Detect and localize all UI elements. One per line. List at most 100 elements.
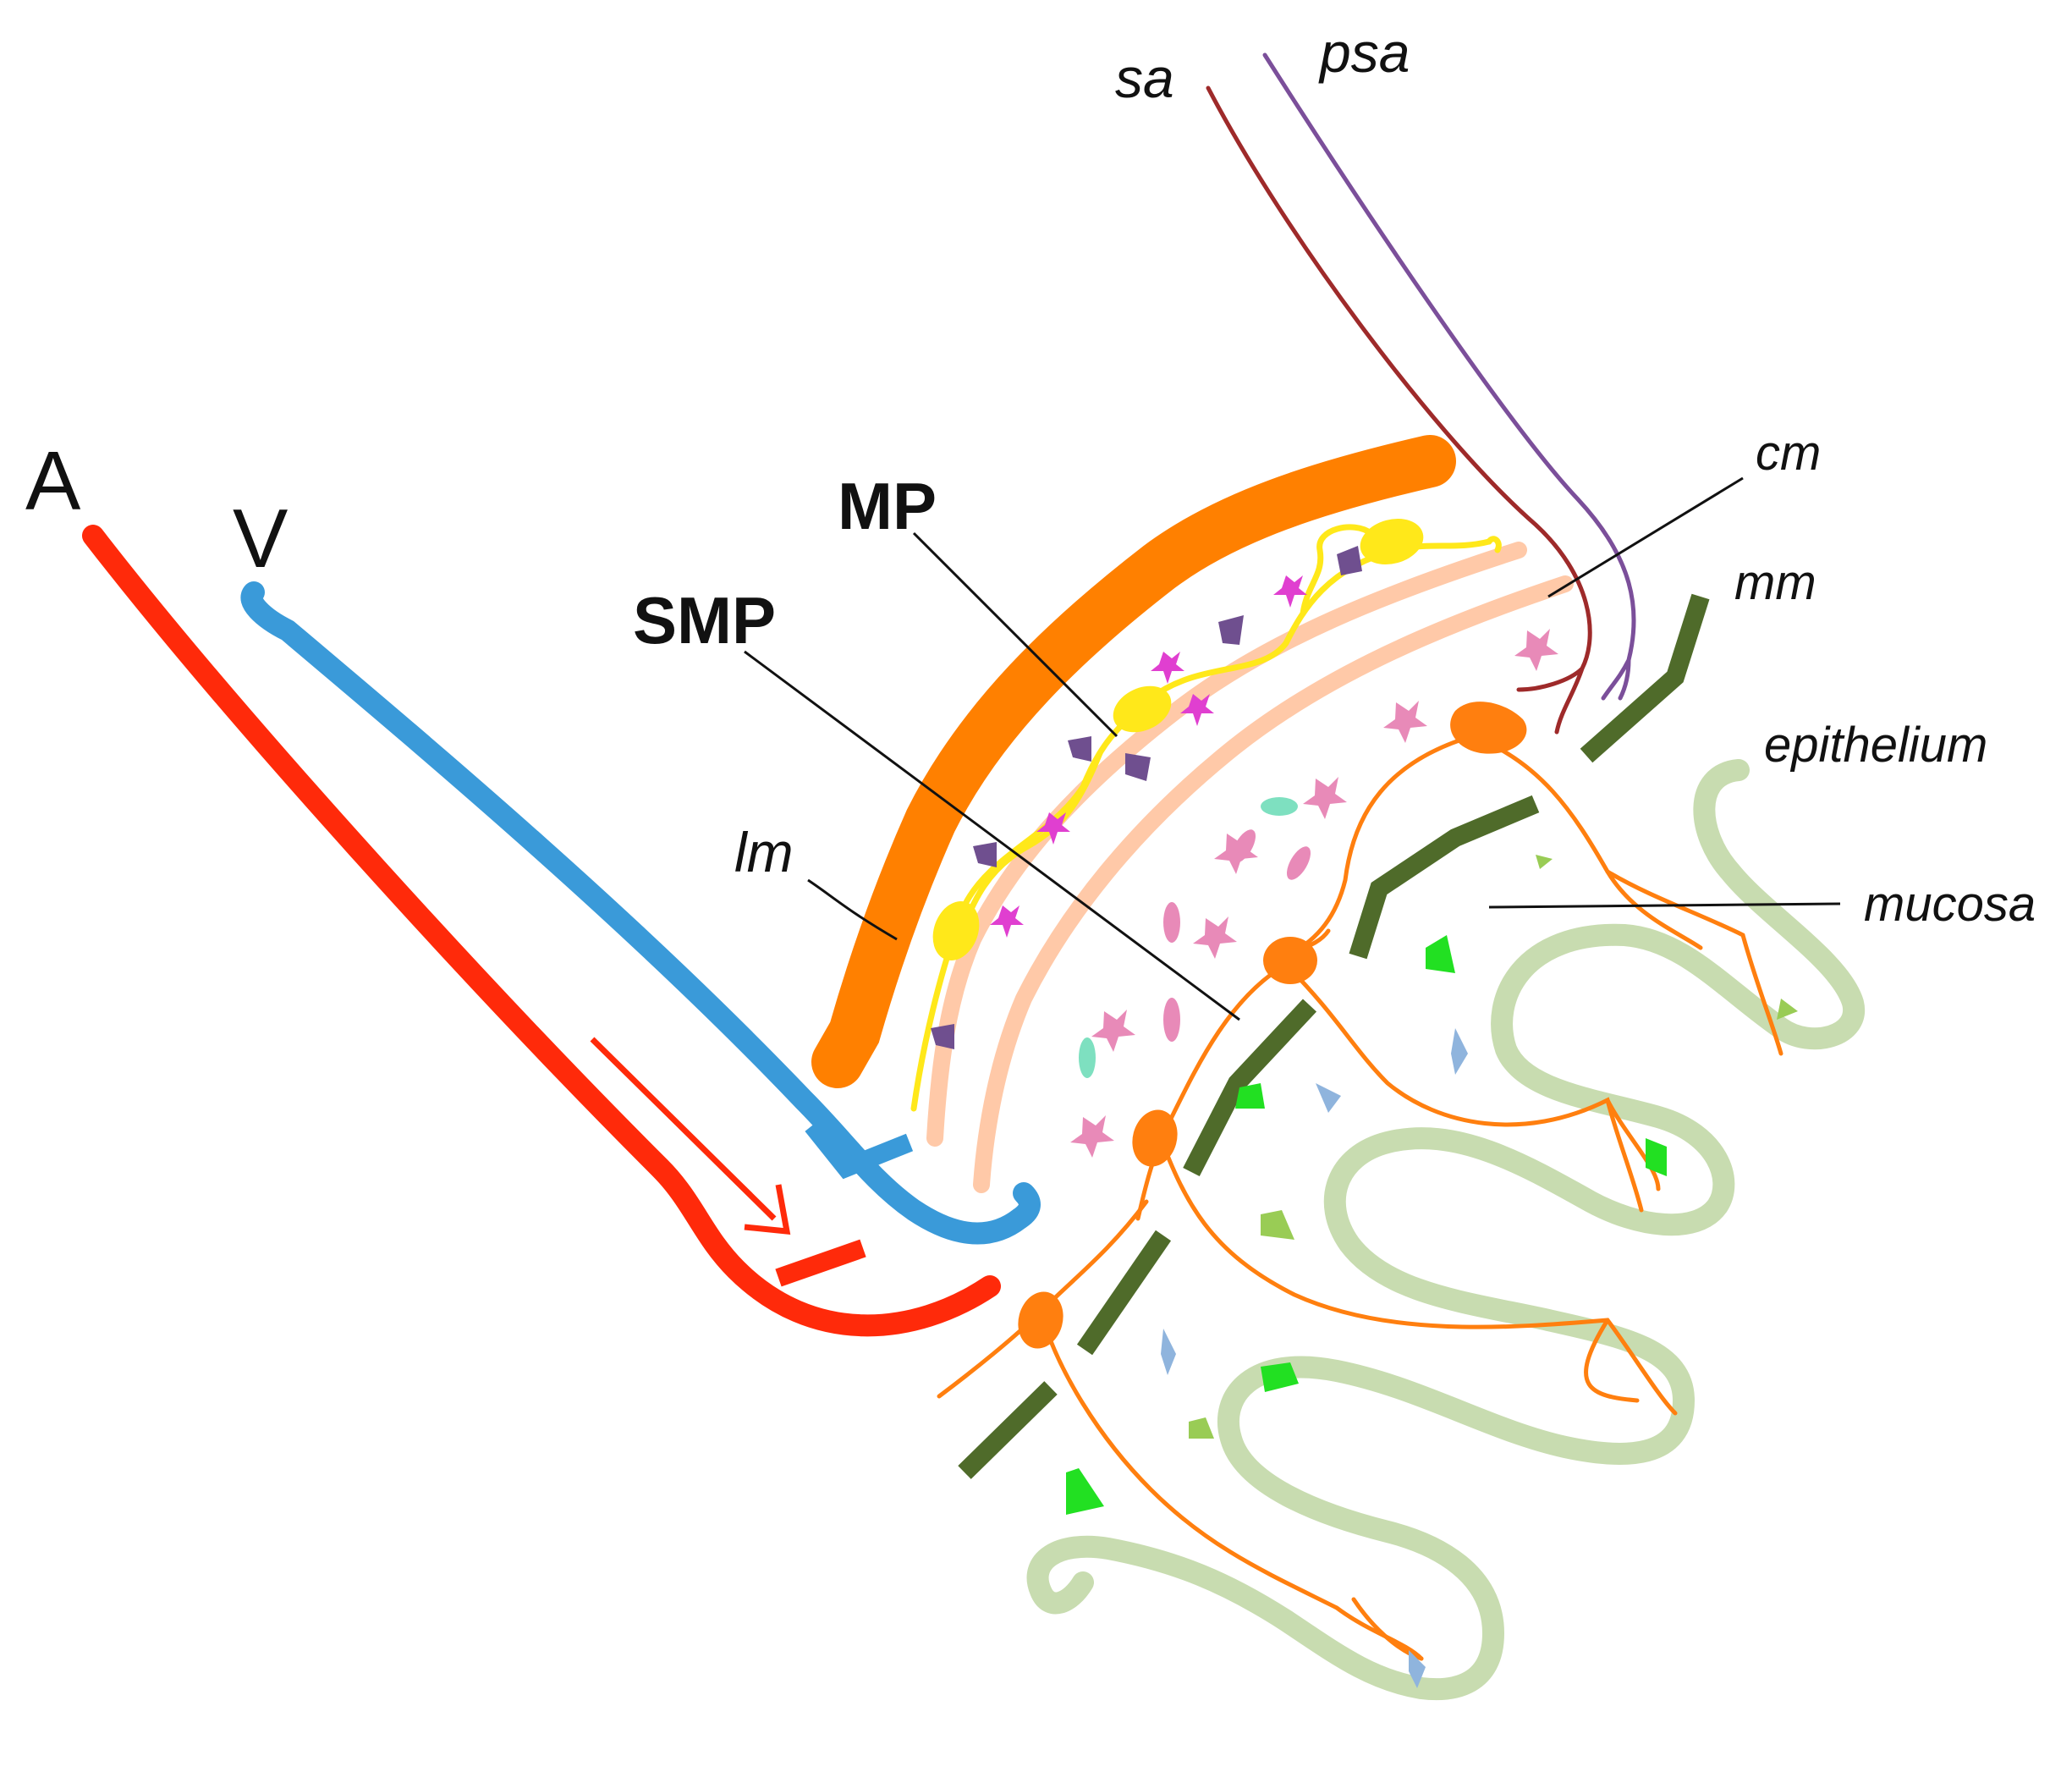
label-smp: SMP bbox=[633, 583, 776, 658]
longitudinal-muscle bbox=[811, 435, 1456, 1088]
mp-fiber-upper-end bbox=[1486, 536, 1502, 553]
light-green-cell bbox=[1261, 1210, 1294, 1240]
leader-mp bbox=[912, 531, 1118, 738]
muscularis-mucosae bbox=[958, 593, 1710, 1479]
leader-cm bbox=[1547, 476, 1744, 598]
smp-fiber-8 bbox=[1584, 1318, 1640, 1403]
vein-branch bbox=[805, 1120, 914, 1180]
smp-fiber-10 bbox=[1038, 1309, 1424, 1661]
label-artery: A bbox=[25, 434, 81, 527]
label-mm: mm bbox=[1734, 555, 1816, 610]
circular-muscle-outer bbox=[973, 575, 1574, 1193]
teal-cell bbox=[1079, 1037, 1096, 1078]
magenta-cell bbox=[1180, 694, 1214, 726]
label-lm: lm bbox=[734, 821, 794, 883]
smp-ganglion-1 bbox=[1450, 702, 1527, 754]
pink-cell bbox=[1070, 1115, 1114, 1158]
light-blue-cell bbox=[1451, 1028, 1468, 1075]
submucosal-ganglia bbox=[1018, 702, 1527, 1349]
purple-cell bbox=[1125, 753, 1151, 781]
leader-mucosa bbox=[1488, 902, 1841, 909]
blood-flow-arrow bbox=[590, 1037, 777, 1221]
pink-cell bbox=[1091, 1010, 1135, 1052]
smp-ganglion-4 bbox=[1018, 1291, 1063, 1349]
mp-ganglion-1 bbox=[1360, 519, 1424, 564]
pink-cell-oval bbox=[1287, 846, 1311, 880]
pink-cell-oval bbox=[1232, 829, 1256, 863]
magenta-cells bbox=[990, 575, 1307, 938]
smp-fiber-3 bbox=[1605, 869, 1783, 1056]
purple-cell bbox=[1218, 615, 1244, 645]
leader-smp bbox=[744, 650, 1240, 1021]
smp-fiber-2 bbox=[1470, 734, 1703, 950]
epithelium-outline bbox=[1026, 759, 1866, 1701]
magenta-cell bbox=[1151, 652, 1184, 684]
light-green-cell bbox=[1777, 999, 1798, 1020]
pink-cells bbox=[1070, 629, 1558, 1158]
myenteric-plexus bbox=[910, 524, 1502, 1112]
teal-cells bbox=[1079, 797, 1298, 1078]
label-mp: MP bbox=[838, 469, 937, 543]
mp-ganglion-2 bbox=[1113, 685, 1172, 733]
light-green-cell bbox=[1536, 855, 1553, 869]
magenta-cell bbox=[1273, 575, 1307, 608]
mm-segment-5 bbox=[958, 1381, 1058, 1479]
green-cell bbox=[1646, 1138, 1667, 1176]
magenta-cell bbox=[990, 905, 1024, 938]
green-cell bbox=[1426, 935, 1455, 973]
artery-branch bbox=[775, 1239, 866, 1287]
purple-cell bbox=[1068, 736, 1091, 762]
mp-fiber-branch bbox=[1300, 524, 1374, 617]
mm-segment-1 bbox=[1580, 593, 1710, 763]
mm-segment-2 bbox=[1349, 795, 1540, 960]
pink-cell bbox=[1514, 629, 1558, 671]
vein-vessel bbox=[240, 581, 1041, 1245]
light-blue-cell bbox=[1316, 1083, 1341, 1113]
sa-nerve bbox=[1206, 85, 1592, 735]
psa-nerve bbox=[1262, 52, 1636, 701]
green-cell bbox=[1235, 1083, 1265, 1109]
smp-ganglion-2 bbox=[1263, 937, 1317, 984]
purple-cell bbox=[931, 1024, 954, 1049]
mm-segment-4 bbox=[1076, 1230, 1172, 1356]
mp-ganglion-3 bbox=[932, 901, 980, 960]
green-cell bbox=[1066, 1468, 1104, 1515]
pink-cell bbox=[1193, 916, 1237, 959]
light-green-cell bbox=[1189, 1417, 1214, 1439]
light-blue-cell bbox=[1409, 1650, 1426, 1688]
pink-cell-oval bbox=[1163, 902, 1180, 943]
purple-cell bbox=[1337, 546, 1362, 575]
artery-vessel bbox=[82, 525, 1001, 1337]
green-cell bbox=[1261, 1362, 1299, 1392]
light-green-cells bbox=[1189, 855, 1798, 1439]
smp-fiber-5 bbox=[1283, 962, 1644, 1213]
purple-cells bbox=[931, 546, 1362, 1049]
teal-cell bbox=[1261, 797, 1298, 816]
smp-ganglion-3 bbox=[1132, 1109, 1178, 1167]
blood-flow-arrowhead bbox=[744, 1184, 791, 1235]
pink-cell bbox=[1303, 777, 1347, 819]
light-blue-cells bbox=[1161, 1028, 1468, 1688]
green-cells bbox=[1066, 935, 1667, 1515]
label-psa: psa bbox=[1318, 21, 1410, 84]
label-cm: cm bbox=[1756, 426, 1821, 481]
magenta-cell bbox=[1036, 812, 1070, 845]
smp-fiber-4 bbox=[1135, 962, 1289, 1221]
light-blue-cell bbox=[1161, 1329, 1176, 1375]
pink-cell bbox=[1383, 701, 1427, 743]
label-sa: sa bbox=[1115, 47, 1174, 109]
pink-cell-oval bbox=[1163, 998, 1180, 1042]
label-vein: V bbox=[233, 492, 288, 585]
label-mucosa: mucosa bbox=[1864, 877, 2036, 932]
smp-fiber-1 bbox=[1283, 734, 1475, 959]
mp-fiber-main bbox=[910, 538, 1492, 1112]
mm-segment-3 bbox=[1183, 999, 1317, 1177]
submucosal-plexus bbox=[937, 734, 1783, 1661]
smp-fiber-6 bbox=[1605, 1098, 1661, 1191]
leader-lm bbox=[807, 878, 898, 941]
smp-fiber-7 bbox=[1157, 1131, 1678, 1416]
label-epithelium: epithelium bbox=[1764, 718, 1987, 773]
myenteric-ganglia bbox=[932, 519, 1424, 960]
purple-cell bbox=[973, 842, 997, 867]
